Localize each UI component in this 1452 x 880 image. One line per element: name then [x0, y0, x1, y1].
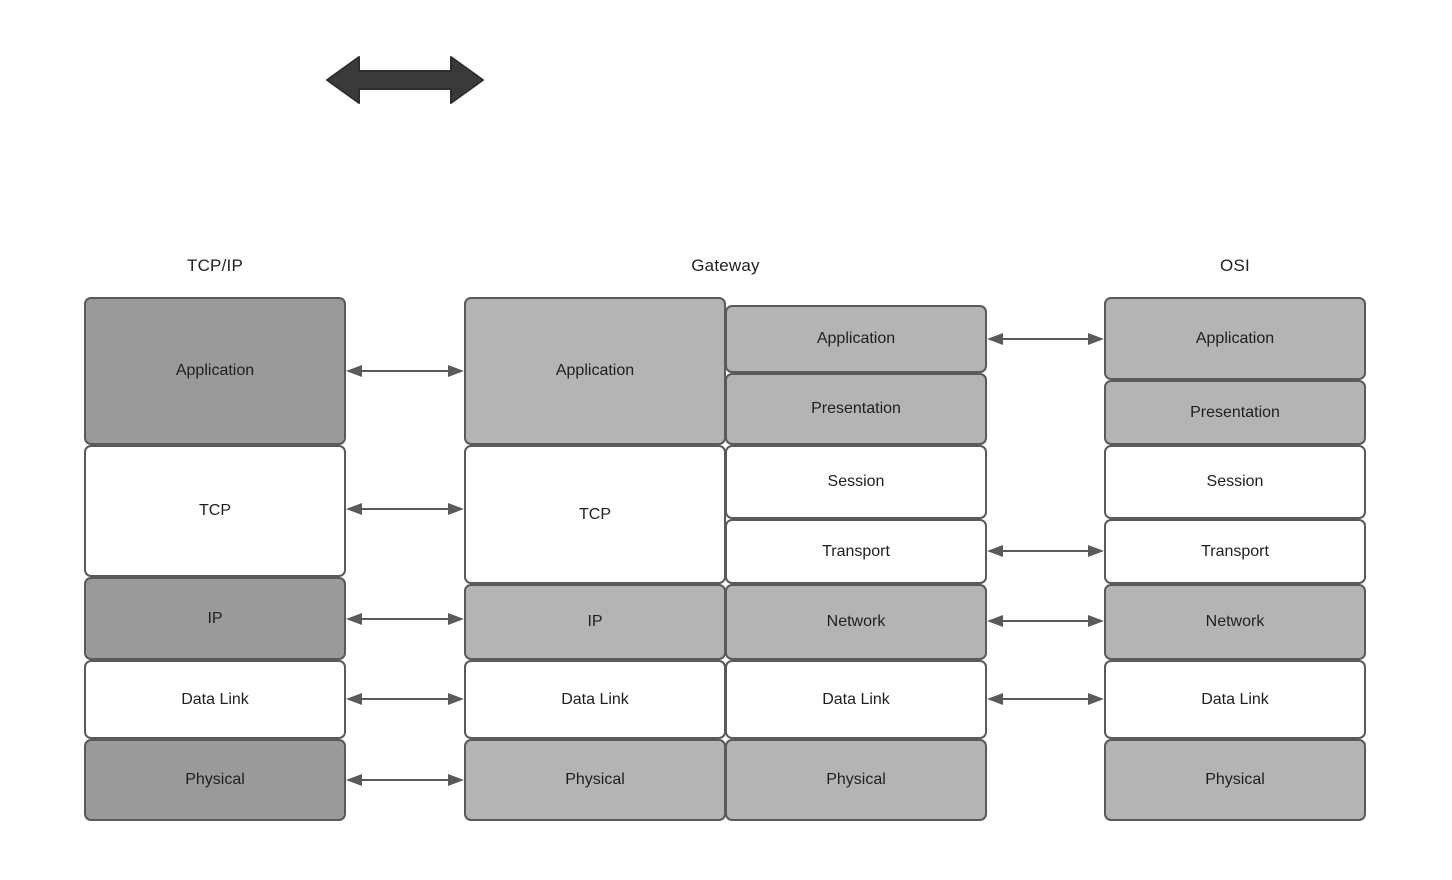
tcpip-layer-physical[interactable]: Physical [84, 739, 346, 821]
connector-gateway-osi-transport [987, 542, 1104, 560]
connector-tcpip-gateway-ip [346, 610, 464, 628]
osi-layer-session[interactable]: Session [1104, 445, 1366, 519]
tcpip-layer-application[interactable]: Application [84, 297, 346, 445]
column-header-osi: OSI [1220, 256, 1250, 275]
gateway-left-layer-ip[interactable]: IP [464, 584, 726, 660]
connector-tcpip-gateway-physical [346, 771, 464, 789]
connector-gateway-osi-application [987, 330, 1104, 348]
tcpip-layer-data-link[interactable]: Data Link [84, 660, 346, 739]
gateway-left-layer-application[interactable]: Application [464, 297, 726, 445]
connector-tcpip-gateway-tcp [346, 500, 464, 518]
connector-tcpip-gateway-data-link [346, 690, 464, 708]
osi-layer-physical[interactable]: Physical [1104, 739, 1366, 821]
gateway-right-layer-data-link[interactable]: Data Link [725, 660, 987, 739]
osi-layer-data-link[interactable]: Data Link [1104, 660, 1366, 739]
bidirectional-block-arrow-icon [325, 52, 485, 108]
osi-layer-application[interactable]: Application [1104, 297, 1366, 380]
gateway-right-layer-presentation[interactable]: Presentation [725, 373, 987, 445]
gateway-left-layer-tcp[interactable]: TCP [464, 445, 726, 584]
gateway-right-layer-physical[interactable]: Physical [725, 739, 987, 821]
gateway-right-layer-session[interactable]: Session [725, 445, 987, 519]
osi-layer-transport[interactable]: Transport [1104, 519, 1366, 584]
gateway-left-layer-physical[interactable]: Physical [464, 739, 726, 821]
gateway-left-layer-data-link[interactable]: Data Link [464, 660, 726, 739]
column-header-tcpip: TCP/IP [187, 256, 243, 275]
tcpip-layer-tcp[interactable]: TCP [84, 445, 346, 577]
gateway-right-layer-network[interactable]: Network [725, 584, 987, 660]
gateway-right-layer-application[interactable]: Application [725, 305, 987, 373]
connector-tcpip-gateway-application [346, 362, 464, 380]
tcpip-layer-ip[interactable]: IP [84, 577, 346, 660]
osi-layer-presentation[interactable]: Presentation [1104, 380, 1366, 445]
connector-gateway-osi-network [987, 612, 1104, 630]
gateway-right-layer-transport[interactable]: Transport [725, 519, 987, 584]
connector-gateway-osi-data-link [987, 690, 1104, 708]
osi-layer-network[interactable]: Network [1104, 584, 1366, 660]
column-header-gateway: Gateway [691, 256, 760, 275]
